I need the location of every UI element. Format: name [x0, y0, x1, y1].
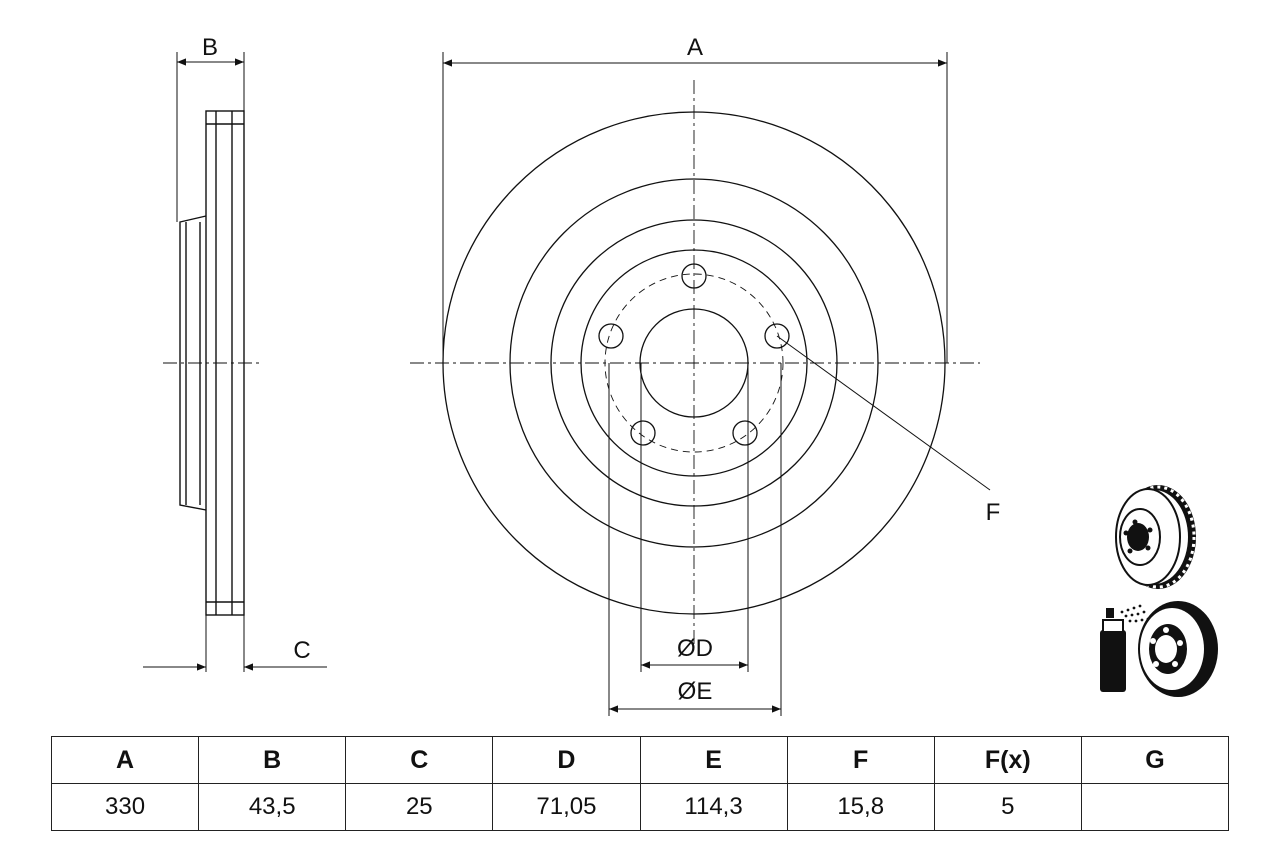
table-cell: 330 [50, 783, 200, 831]
friction-ring-inner-edge [509, 178, 879, 548]
table-header-row: A B C D E F F(x) G [50, 736, 1230, 784]
dimension-c-label: C [293, 637, 310, 664]
table-cell: 71,05 [492, 783, 641, 831]
side-hub [179, 215, 207, 511]
table-cell: 15,8 [786, 783, 935, 831]
side-friction-ring-inner [205, 110, 245, 616]
dimension-d-label: ØD [677, 635, 713, 662]
table-header-cell: E [639, 736, 788, 784]
table-cell: 43,5 [198, 783, 347, 831]
table-cell [1080, 783, 1230, 831]
bolt-hole [764, 323, 790, 349]
side-view [143, 52, 327, 672]
spray-coating-icon [1100, 601, 1218, 697]
table-header-cell: G [1080, 736, 1230, 784]
table-row: 330 43,5 25 71,05 114,3 15,8 5 [50, 783, 1230, 831]
dimension-e-label: ØE [678, 678, 713, 705]
specification-table: A B C D E F F(x) G 330 43,5 25 71,05 114… [50, 736, 1230, 831]
hat-flange [580, 249, 808, 477]
hat-outer-edge [550, 219, 838, 507]
dimension-a-label: A [687, 34, 703, 61]
bolt-hole [598, 323, 624, 349]
table-cell: 114,3 [639, 783, 788, 831]
table-header-cell: A [50, 736, 200, 784]
bolt-hole [630, 420, 656, 446]
table-cell: 25 [345, 783, 494, 831]
bolt-hole [732, 420, 758, 446]
dimension-b-label: B [202, 34, 218, 61]
front-view [410, 52, 991, 716]
bolt-circle [604, 273, 784, 453]
vented-disc-icon [1115, 485, 1196, 589]
table-cell: 5 [933, 783, 1082, 831]
table-header-cell: F [786, 736, 935, 784]
table-header-cell: D [492, 736, 641, 784]
table-header-cell: B [198, 736, 347, 784]
bolt-hole [681, 263, 707, 289]
dimension-f-label: F [986, 499, 1001, 526]
table-header-cell: C [345, 736, 494, 784]
brake-disc-technical-drawing: B C A ØD ØE F [143, 34, 1218, 716]
table-header-cell: F(x) [933, 736, 1082, 784]
dimension-f-leader [776, 335, 991, 491]
